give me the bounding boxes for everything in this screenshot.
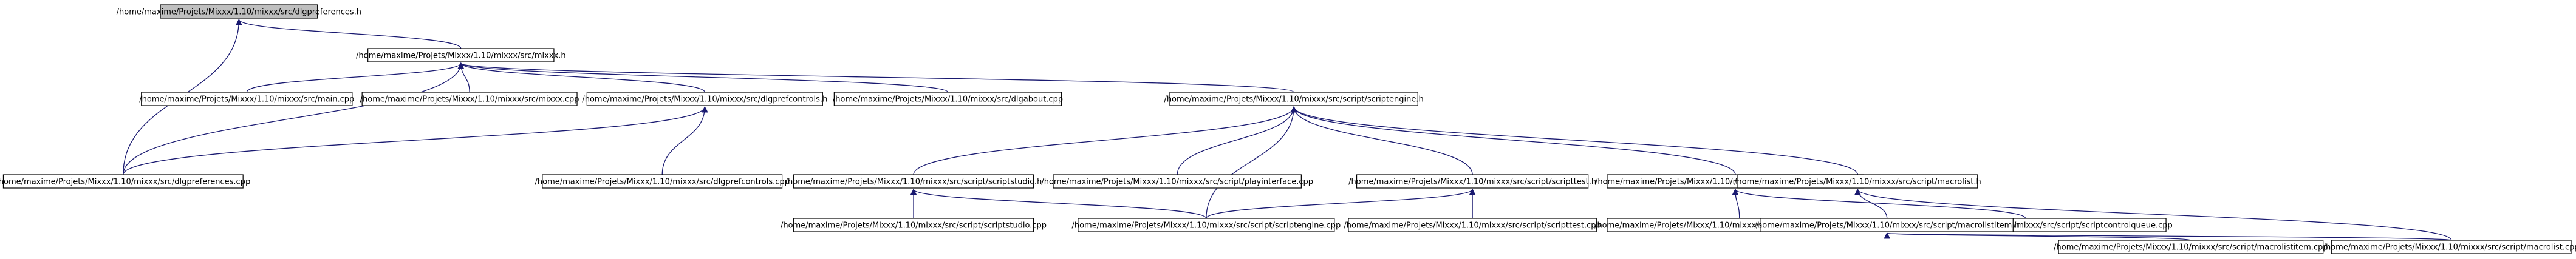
edge-dlgpref_cpp-to-mixxx_h (123, 62, 464, 175)
edge-se_cpp-to-studio_h (910, 188, 1207, 219)
node-label: /home/maxime/Projets/Mixxx/1.10/mixxx/sr… (1344, 221, 1601, 230)
edge-play_cpp-to-se_h (1177, 106, 1297, 175)
node-label: /home/maxime/Projets/Mixxx/1.10/mixxx/sr… (1755, 221, 2020, 230)
node-src-dlgabout-cpp[interactable]: /home/maxime/Projets/Mixxx/1.10/mixxx/sr… (833, 92, 1063, 106)
node-label: /home/maxime/Projets/Mixxx/1.10/mixxx/sr… (0, 178, 250, 187)
edge-dlgpref_cpp-to-dlgprefctl_h (123, 106, 708, 175)
node-script-scriptengine-cpp[interactable]: /home/maxime/Projets/Mixxx/1.10/mixxx/sr… (1071, 218, 1341, 232)
node-box (1760, 218, 2014, 232)
node-src-dlgprefcontrols-h[interactable]: /home/maxime/Projets/Mixxx/1.10/mixxx/sr… (582, 92, 827, 106)
node-script-scriptstudio-cpp[interactable]: /home/maxime/Projets/Mixxx/1.10/mixxx/sr… (781, 218, 1047, 232)
node-label: /home/maxime/Projets/Mixxx/1.10/mixxx/sr… (2323, 243, 2576, 252)
node-label: /home/maxime/Projets/Mixxx/1.10/mixxx/sr… (785, 178, 1042, 187)
node-label: /home/maxime/Projets/Mixxx/1.10/mixxx/sr… (582, 95, 827, 104)
edge-studio_h-to-se_h (913, 106, 1297, 175)
node-box (1053, 174, 1302, 189)
node-box (160, 4, 318, 19)
edge-mixxx_cpp-to-mixxx_h (457, 62, 470, 93)
node-box (542, 174, 783, 189)
edge-queue_cpp-to-tce_h (1732, 188, 2026, 219)
node-label: /home/maxime/Projets/Mixxx/1.10/mixxx/sr… (1348, 178, 1596, 187)
node-label: /home/maxime/Projets/Mixxx/1.10/mixxx/sr… (1071, 221, 1341, 230)
node-script-macrolist-cpp[interactable]: /home/maxime/Projets/Mixxx/1.10/mixxx/sr… (2323, 240, 2576, 254)
node-src-main-cpp[interactable]: /home/maxime/Projets/Mixxx/1.10/mixxx/sr… (139, 92, 354, 106)
node-label: /home/maxime/Projets/Mixxx/1.10/mixxx/sr… (1164, 95, 1423, 104)
edge-dlgprefctl_h-to-mixxx_h (457, 62, 705, 93)
edge-se_cpp-to-se_h (1206, 106, 1297, 219)
node-box (1078, 218, 1335, 232)
node-box (2, 174, 244, 189)
edge-test_h-to-se_h (1290, 106, 1473, 175)
edge-macrolist_h-to-se_h (1291, 106, 1859, 175)
node-script-scriptstudio-h[interactable]: /home/maxime/Projets/Mixxx/1.10/mixxx/sr… (785, 174, 1042, 189)
node-box (1737, 174, 1978, 189)
node-box (1356, 174, 1589, 189)
node-src-dlgpreferences-cpp[interactable]: /home/maxime/Projets/Mixxx/1.10/mixxx/sr… (0, 174, 250, 189)
node-script-scriptengine-h[interactable]: /home/maxime/Projets/Mixxx/1.10/mixxx/sr… (1164, 92, 1424, 106)
node-script-scripttest-cpp[interactable]: /home/maxime/Projets/Mixxx/1.10/mixxx/sr… (1344, 218, 1601, 232)
node-box (2058, 240, 2324, 254)
node-label: /home/maxime/Projets/Mixxx/1.10/mixxx/sr… (1041, 178, 1313, 187)
node-script-macrolistitem-h[interactable]: /home/maxime/Projets/Mixxx/1.10/mixxx/sr… (1755, 218, 2020, 232)
edge-se_cpp-to-test_h (1206, 188, 1476, 219)
node-src-dlgprefcontrols-cpp[interactable]: /home/maxime/Projets/Mixxx/1.10/mixxx/sr… (535, 174, 790, 189)
edge-dlgprefctl_cpp-to-dlgprefctl_h (661, 106, 708, 175)
edge-dlgabout_cpp-to-mixxx_h (457, 62, 949, 93)
node-label: /home/maxime/Projets/Mixxx/1.10/mixxx/sr… (139, 95, 354, 104)
node-box (141, 92, 353, 106)
edge-tce_h-to-se_h (1291, 106, 1736, 175)
node-label: /home/maxime/Projets/Mixxx/1.10/mixxx/sr… (535, 178, 790, 187)
edge-se_h-to-mixxx_h (458, 62, 1294, 93)
node-label: /home/maxime/Projets/Mixxx/1.10/mixxx/sr… (1734, 178, 1981, 187)
node-label: /home/maxime/Projets/Mixxx/1.10/mixxx/sr… (781, 221, 1047, 230)
node-box (793, 218, 1034, 232)
node-box (1348, 218, 1597, 232)
edge-main_cpp-to-mixxx_h (246, 62, 464, 93)
edge-mixxx_h-to-root (236, 18, 462, 49)
node-label: /home/maxime/Projets/Mixxx/1.10/mixxx/sr… (360, 95, 579, 104)
edge-ml_cpp-to-macrolist_h (1854, 188, 2452, 241)
node-box (361, 92, 578, 106)
edge-tce_cpp-to-tce_h (1732, 188, 1740, 219)
node-box (367, 48, 555, 62)
node-box (793, 174, 1034, 189)
node-box (586, 92, 823, 106)
node-label: /home/maxime/Projets/Mixxx/1.10/mixxx/sr… (2054, 243, 2328, 252)
node-src-dlgpreferences-h[interactable]: /home/maxime/Projets/Mixxx/1.10/mixxx/sr… (117, 4, 361, 19)
node-src-mixxx-h[interactable]: /home/maxime/Projets/Mixxx/1.10/mixxx/sr… (356, 48, 566, 62)
node-script-scripttest-h[interactable]: /home/maxime/Projets/Mixxx/1.10/mixxx/sr… (1348, 174, 1596, 189)
node-script-macrolistitem-cpp[interactable]: /home/maxime/Projets/Mixxx/1.10/mixxx/sr… (2054, 240, 2328, 254)
node-label: /home/maxime/Projets/Mixxx/1.10/mixxx/sr… (356, 52, 566, 61)
node-src-mixxx-cpp[interactable]: /home/maxime/Projets/Mixxx/1.10/mixxx/sr… (360, 92, 579, 106)
node-box (2331, 240, 2572, 254)
edge-ml_cpp-to-mli_h (1885, 232, 2452, 241)
node-box (833, 92, 1062, 106)
node-box (1169, 92, 1418, 106)
node-script-playinterface-cpp[interactable]: /home/maxime/Projets/Mixxx/1.10/mixxx/sr… (1041, 174, 1313, 189)
node-label: /home/maxime/Projets/Mixxx/1.10/mixxx/sr… (833, 95, 1063, 104)
node-label: /home/maxime/Projets/Mixxx/1.10/mixxx/sr… (117, 8, 361, 17)
node-script-macrolist-h[interactable]: /home/maxime/Projets/Mixxx/1.10/mixxx/sr… (1734, 174, 1981, 189)
